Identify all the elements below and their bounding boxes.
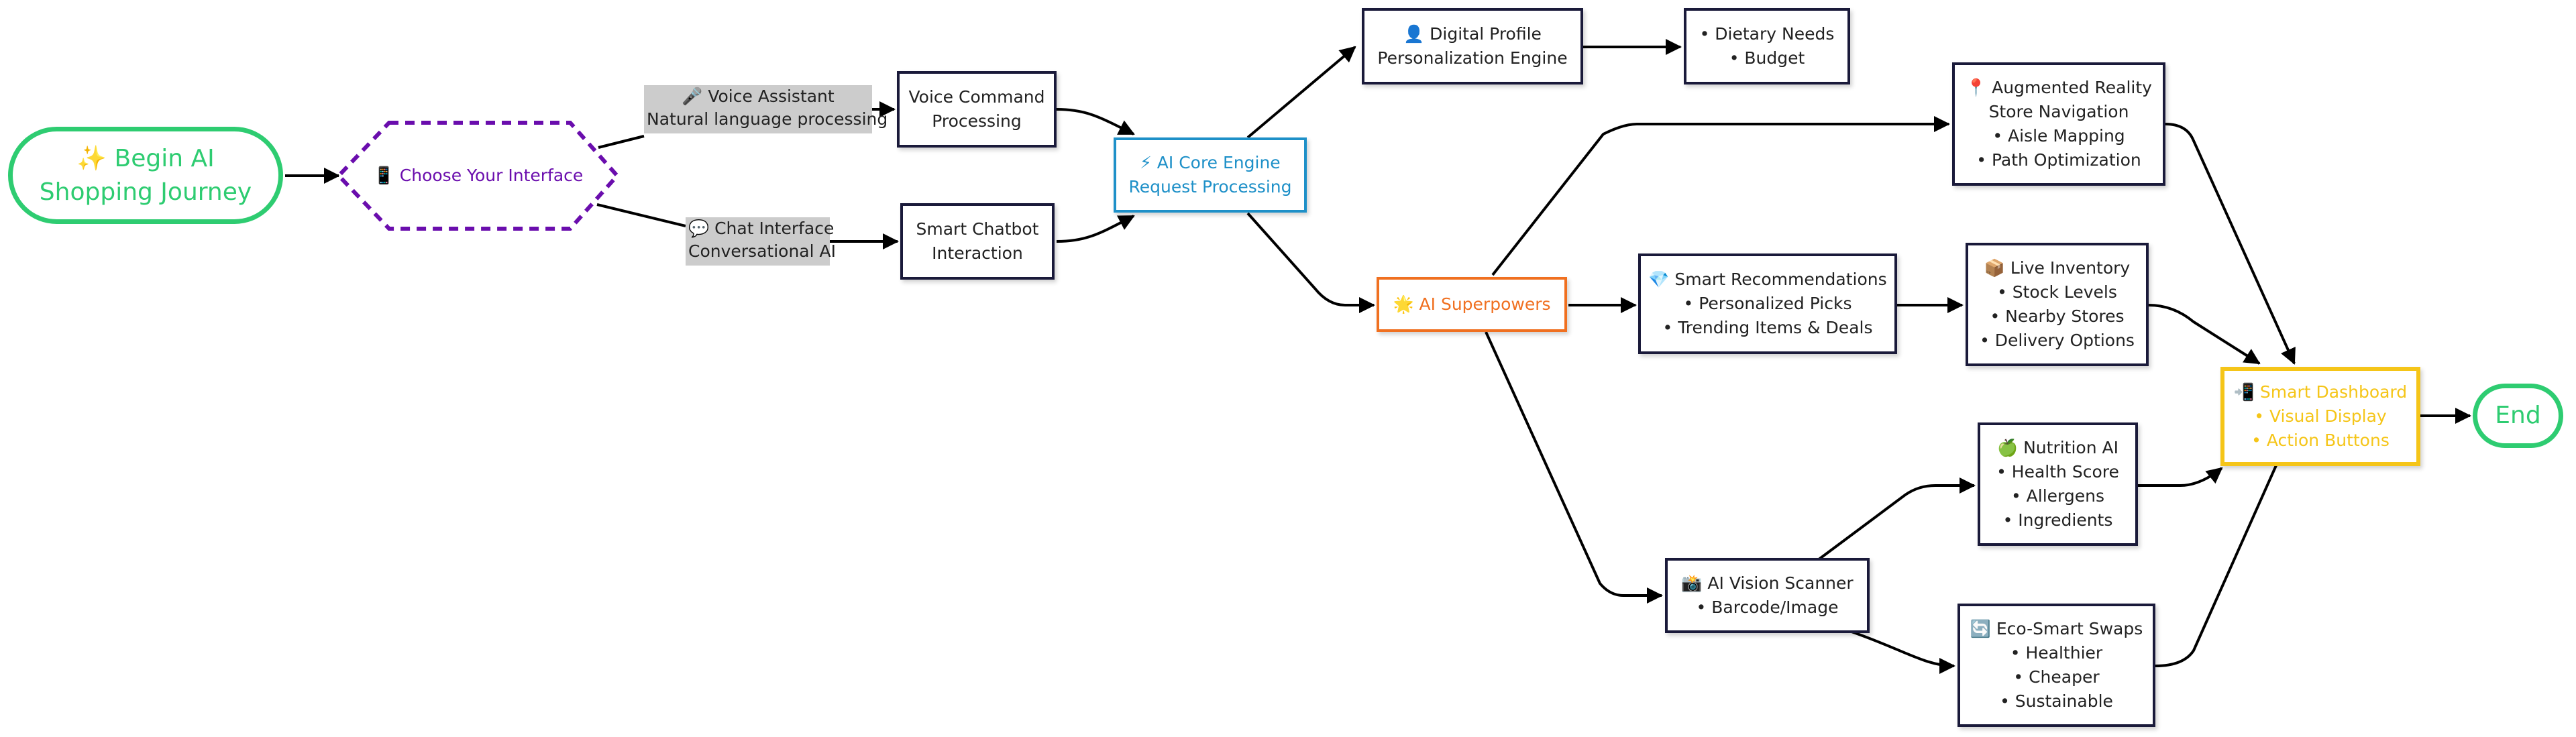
- eco-smart-swaps-line-3: • Cheaper: [2013, 667, 2100, 687]
- eco-smart-swaps-line-1: 🔄 Eco-Smart Swaps: [1970, 619, 2143, 638]
- voice-assistant-edge-label: 🎤 Voice Assistant Natural language proce…: [644, 85, 888, 133]
- live-inventory-line-1: 📦 Live Inventory: [1984, 258, 2131, 278]
- digital-profile-node[interactable]: 👤 Digital Profile Personalization Engine: [1362, 8, 1583, 84]
- choose-interface-label[interactable]: 📱 Choose Your Interface: [343, 161, 613, 190]
- dietary-needs-line-1: • Dietary Needs: [1699, 24, 1835, 44]
- ai-vision-scanner-line-2: • Barcode/Image: [1696, 598, 1839, 617]
- ai-superpowers-node[interactable]: 🌟 AI Superpowers: [1377, 277, 1567, 332]
- voice-assistant-label-line-2: Natural language processing: [647, 109, 888, 129]
- edge-choose-to-chat-label: [596, 203, 686, 227]
- start-node[interactable]: ✨ Begin AI Shopping Journey: [8, 127, 283, 224]
- edge-vision-to-eco: [1851, 630, 1955, 674]
- nutrition-ai-line-1: 🍏 Nutrition AI: [1997, 438, 2118, 457]
- choose-interface-text: 📱 Choose Your Interface: [373, 166, 584, 185]
- edge-inventory-to-dashboard: [2148, 304, 2261, 365]
- smart-dashboard-line-3: • Action Buttons: [2251, 431, 2390, 450]
- augmented-reality-line-1: 📍 Augmented Reality: [1966, 78, 2152, 97]
- edge-voice-cmd-to-core: [1056, 108, 1135, 135]
- edge-core-to-superpowers: [1246, 212, 1375, 313]
- voice-command-line-2: Processing: [932, 111, 1022, 131]
- ai-core-engine-line-1: ⚡ AI Core Engine: [1140, 153, 1281, 172]
- augmented-reality-node[interactable]: 📍 Augmented Reality Store Navigation • A…: [1952, 62, 2165, 186]
- eco-smart-swaps-node[interactable]: 🔄 Eco-Smart Swaps • Healthier • Cheaper …: [1957, 604, 2155, 727]
- augmented-reality-line-2: Store Navigation: [1988, 102, 2129, 121]
- start-node-line-2: Shopping Journey: [39, 178, 252, 206]
- edge-nutrition-to-dashboard: [2138, 467, 2223, 487]
- ai-core-engine-line-2: Request Processing: [1128, 177, 1292, 196]
- dietary-needs-node[interactable]: • Dietary Needs • Budget: [1684, 8, 1850, 84]
- choose-interface-hexagon: [335, 121, 621, 231]
- end-node-label: End: [2495, 402, 2541, 429]
- smart-recommendations-line-2: • Personalized Picks: [1683, 294, 1852, 313]
- smart-chatbot-line-2: Interaction: [932, 243, 1023, 263]
- edge-eco-to-dashboard: [2155, 427, 2295, 667]
- edge-vision-to-nutrition: [1817, 477, 1976, 561]
- voice-assistant-label-line-1: 🎤 Voice Assistant: [682, 87, 835, 106]
- smart-chatbot-line-1: Smart Chatbot: [916, 219, 1039, 239]
- voice-command-node[interactable]: Voice Command Processing: [897, 71, 1057, 148]
- ai-superpowers-line-1: 🌟 AI Superpowers: [1393, 294, 1551, 314]
- edge-choose-to-voice-label: [598, 135, 645, 149]
- eco-smart-swaps-line-4: • Sustainable: [2000, 691, 2113, 711]
- ai-vision-scanner-node[interactable]: 📸 AI Vision Scanner • Barcode/Image: [1665, 558, 1870, 633]
- live-inventory-line-4: • Delivery Options: [1980, 331, 2135, 350]
- dietary-needs-line-2: • Budget: [1729, 48, 1805, 68]
- ai-vision-scanner-line-1: 📸 AI Vision Scanner: [1681, 573, 1854, 593]
- eco-smart-swaps-line-2: • Healthier: [2010, 643, 2103, 663]
- smart-dashboard-line-2: • Visual Display: [2254, 406, 2387, 426]
- chat-interface-label-line-2: Conversational AI: [688, 241, 836, 261]
- nutrition-ai-line-2: • Health Score: [1996, 462, 2119, 481]
- edge-superpowers-to-ar-nav: [1491, 116, 1950, 276]
- ai-core-engine-node[interactable]: ⚡ AI Core Engine Request Processing: [1114, 137, 1307, 213]
- edge-core-to-profile: [1246, 46, 1356, 139]
- edge-ar-nav-to-dashboard: [2165, 123, 2296, 365]
- smart-dashboard-node[interactable]: 📲 Smart Dashboard • Visual Display • Act…: [2220, 367, 2420, 466]
- voice-command-line-1: Voice Command: [908, 87, 1045, 107]
- nutrition-ai-line-3: • Allergens: [2010, 486, 2105, 506]
- chat-interface-label-line-1: 💬 Chat Interface: [688, 219, 835, 238]
- smart-recommendations-line-3: • Trending Items & Deals: [1662, 318, 1873, 337]
- live-inventory-line-2: • Stock Levels: [1997, 282, 2117, 302]
- smart-dashboard-line-1: 📲 Smart Dashboard: [2233, 382, 2408, 402]
- live-inventory-node[interactable]: 📦 Live Inventory • Stock Levels • Nearby…: [1966, 243, 2149, 366]
- start-node-line-1: ✨ Begin AI: [76, 144, 215, 172]
- smart-recommendations-line-1: 💎 Smart Recommendations: [1648, 270, 1887, 289]
- edge-superpowers-to-vision: [1485, 331, 1663, 604]
- edge-chatbot-to-core: [1056, 215, 1135, 243]
- smart-chatbot-node[interactable]: Smart Chatbot Interaction: [900, 203, 1055, 280]
- digital-profile-line-2: Personalization Engine: [1377, 48, 1568, 68]
- smart-recommendations-node[interactable]: 💎 Smart Recommendations • Personalized P…: [1638, 253, 1897, 354]
- augmented-reality-line-4: • Path Optimization: [1976, 150, 2141, 170]
- digital-profile-line-1: 👤 Digital Profile: [1403, 24, 1542, 44]
- nutrition-ai-line-4: • Ingredients: [2002, 510, 2113, 530]
- chat-interface-edge-label: 💬 Chat Interface Conversational AI: [686, 217, 836, 266]
- augmented-reality-line-3: • Aisle Mapping: [1992, 126, 2125, 146]
- nutrition-ai-node[interactable]: 🍏 Nutrition AI • Health Score • Allergen…: [1978, 422, 2138, 546]
- live-inventory-line-3: • Nearby Stores: [1990, 306, 2125, 326]
- end-node[interactable]: End: [2473, 384, 2563, 448]
